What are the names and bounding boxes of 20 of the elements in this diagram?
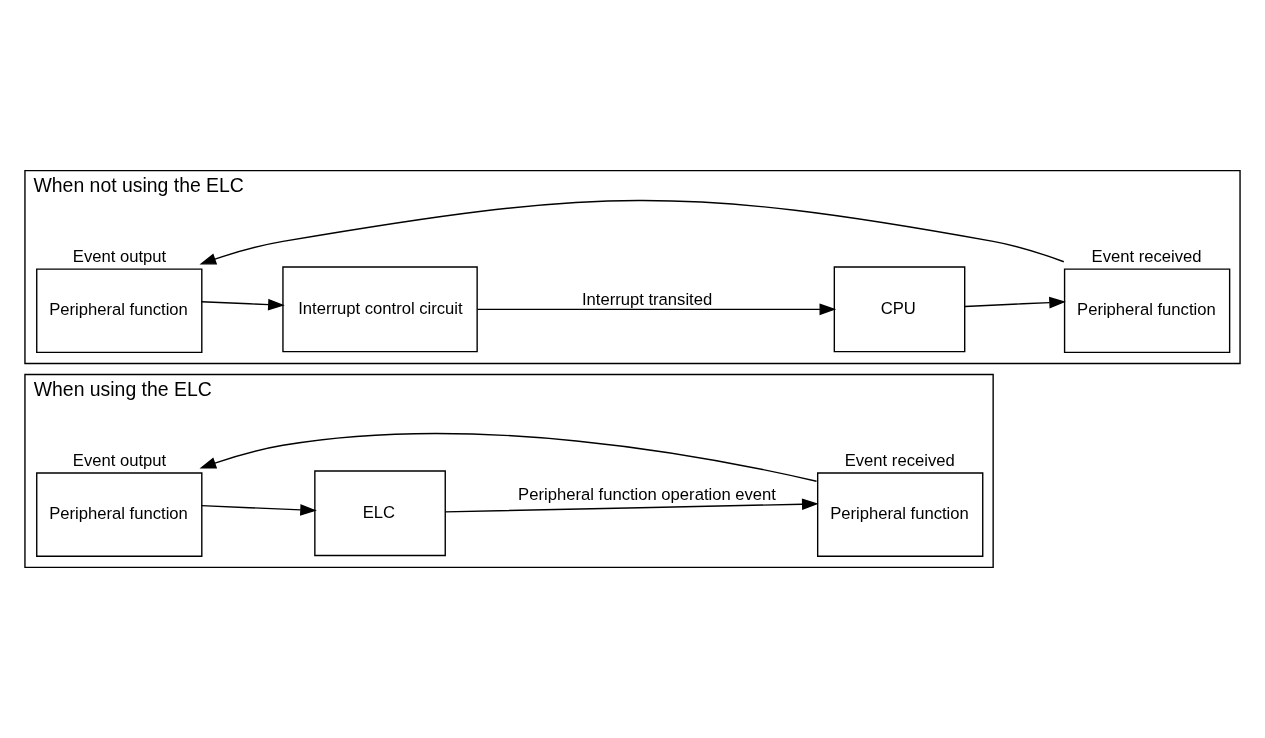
arrow [199,199,1065,265]
arrow [476,303,837,316]
node-label: Event output [72,246,167,266]
node-label: Event received [844,450,955,470]
arrow [444,498,819,513]
node-box: Interrupt control circuit [282,266,478,353]
node-box: ELC [314,470,446,557]
arrow [964,296,1066,309]
edge-label: Peripheral function operation event [518,485,776,505]
node-box: CPU [833,266,966,353]
node-box: Peripheral function [1063,268,1231,354]
arrow [200,298,285,311]
edge-label: Interrupt transited [581,289,713,309]
arrow [200,504,317,516]
node-box: Peripheral function [36,268,203,354]
node-box: Peripheral function [817,472,984,557]
node-label: Event output [72,450,167,470]
arrow [199,432,818,482]
node-box: Peripheral function [36,472,203,557]
node-label: Event received [1091,246,1202,266]
